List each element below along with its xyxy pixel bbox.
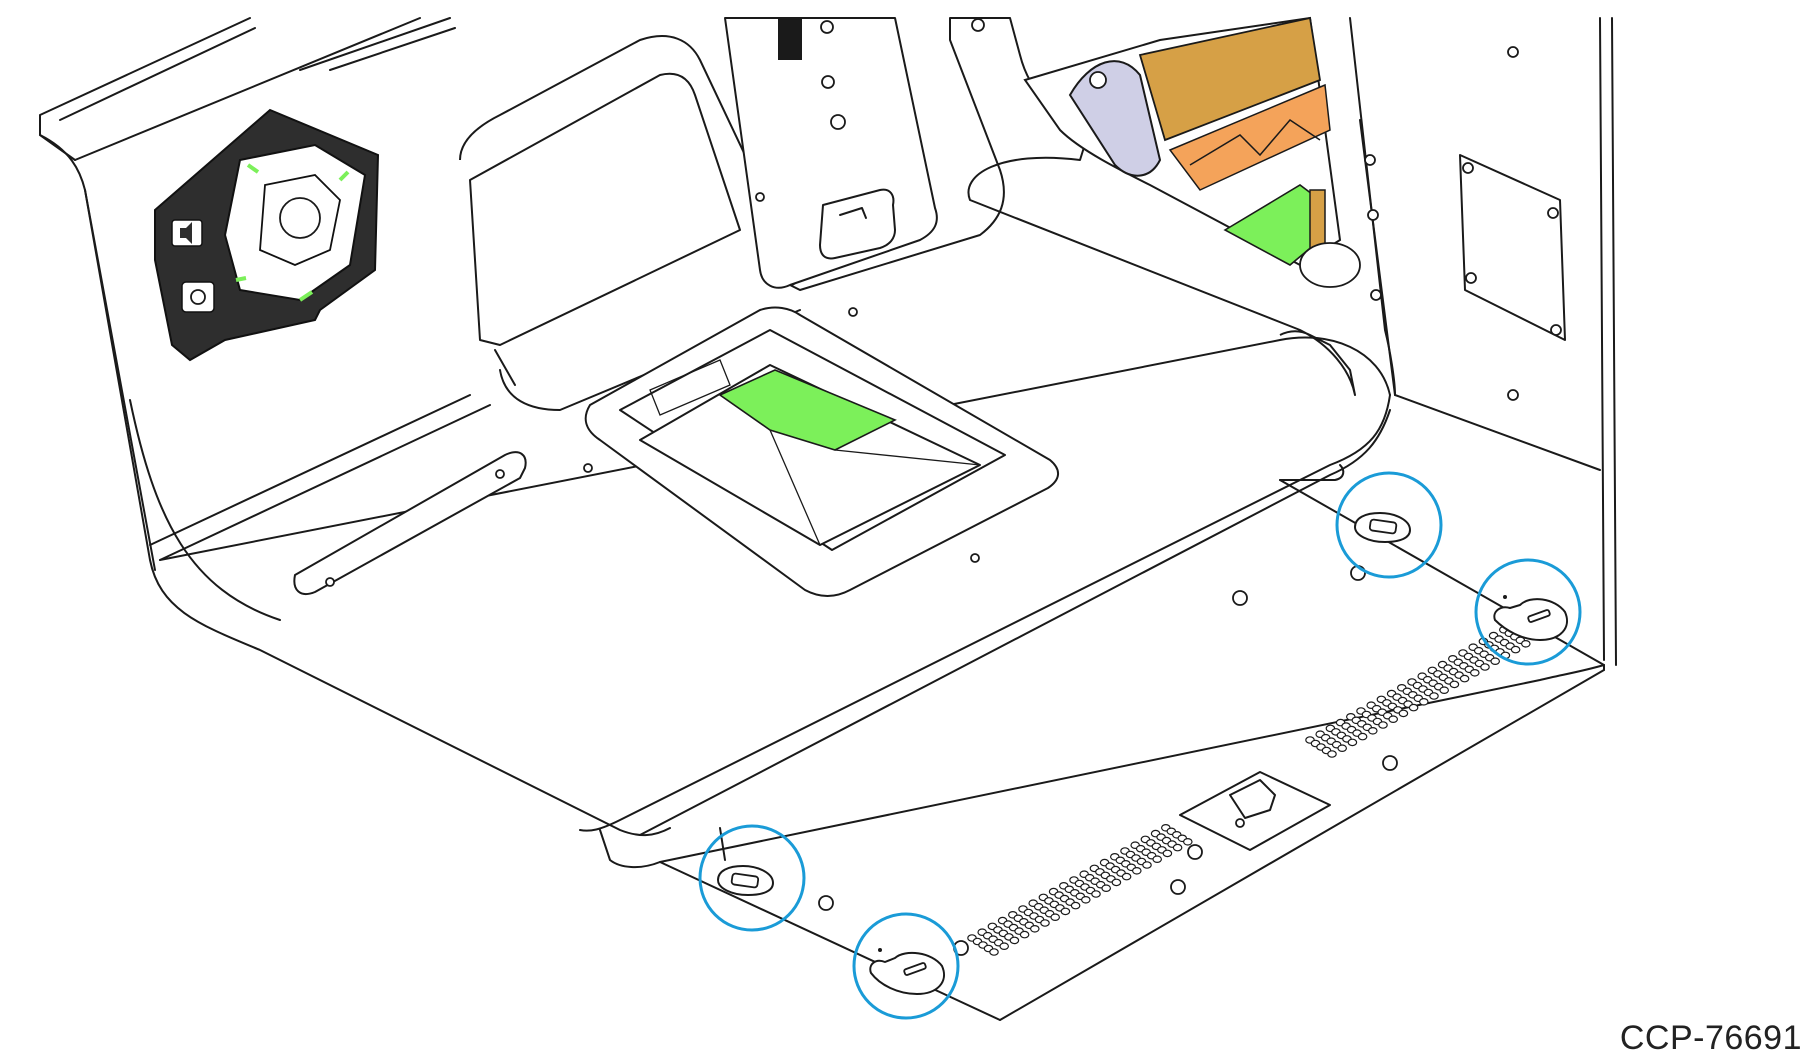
vent-hole: [1162, 849, 1173, 858]
vent-hole: [1152, 855, 1162, 864]
vent-hole: [1510, 645, 1521, 654]
vent-hole: [1357, 732, 1368, 741]
callout-circles: [698, 471, 1582, 1020]
callout-mount-slot-rear-right: [1335, 471, 1443, 579]
right-wall: [1349, 17, 1617, 666]
vent-hole: [989, 948, 999, 956]
vent-hole: [1081, 895, 1091, 904]
vent-hole: [1480, 663, 1490, 671]
vent-hole: [1521, 639, 1531, 648]
callout-mount-keyhole-front-left: [852, 912, 960, 1020]
vent-hole: [1101, 884, 1111, 893]
vent-hole: [1111, 878, 1122, 887]
vent-hole: [1050, 913, 1060, 922]
vent-hole: [1121, 872, 1132, 881]
vent-hole: [1142, 861, 1152, 869]
vent-hole: [1172, 843, 1183, 852]
left-body: [39, 17, 671, 836]
vent-hole: [1459, 674, 1470, 683]
vent-hole: [1030, 924, 1040, 933]
display-bezel: [724, 17, 985, 317]
vent-hole: [1439, 686, 1449, 695]
vent-hole: [1040, 919, 1050, 927]
vent-hole: [1429, 692, 1439, 700]
vent-hole: [1327, 750, 1337, 758]
vent-grille: [967, 625, 1531, 956]
vent-hole: [1449, 680, 1460, 689]
vent-hole: [1019, 930, 1030, 939]
vent-hole: [1132, 866, 1142, 875]
counter-top: [129, 336, 1391, 836]
vent-hole: [1060, 907, 1071, 916]
base-plate: [599, 464, 1605, 1021]
vent-hole: [1470, 668, 1480, 677]
control-panel: [154, 108, 380, 362]
printer-bay: [1023, 16, 1361, 288]
vent-hole: [1419, 697, 1429, 706]
vent-hole: [1337, 744, 1347, 753]
vent-hole: [1091, 890, 1101, 898]
vent-hole: [1368, 726, 1378, 735]
mounting-features: [717, 512, 1568, 995]
figure-caption: CCP-76691: [1619, 1019, 1802, 1057]
vent-hole: [1388, 715, 1398, 724]
callout-mount-slot-front-left: [698, 824, 806, 932]
vent-hole: [1009, 936, 1020, 945]
vent-hole: [1347, 738, 1358, 747]
vent-hole: [1490, 657, 1500, 666]
scanner-window: [584, 306, 1059, 597]
vent-hole: [1408, 703, 1419, 712]
vent-hole: [1183, 837, 1193, 846]
vent-hole: [1398, 709, 1409, 718]
scanner-housing: [459, 17, 1356, 411]
vent-hole: [1070, 901, 1081, 910]
vent-hole: [1378, 721, 1388, 729]
callout-mount-keyhole-rear-right: [1474, 558, 1582, 666]
vent-hole: [999, 942, 1009, 951]
